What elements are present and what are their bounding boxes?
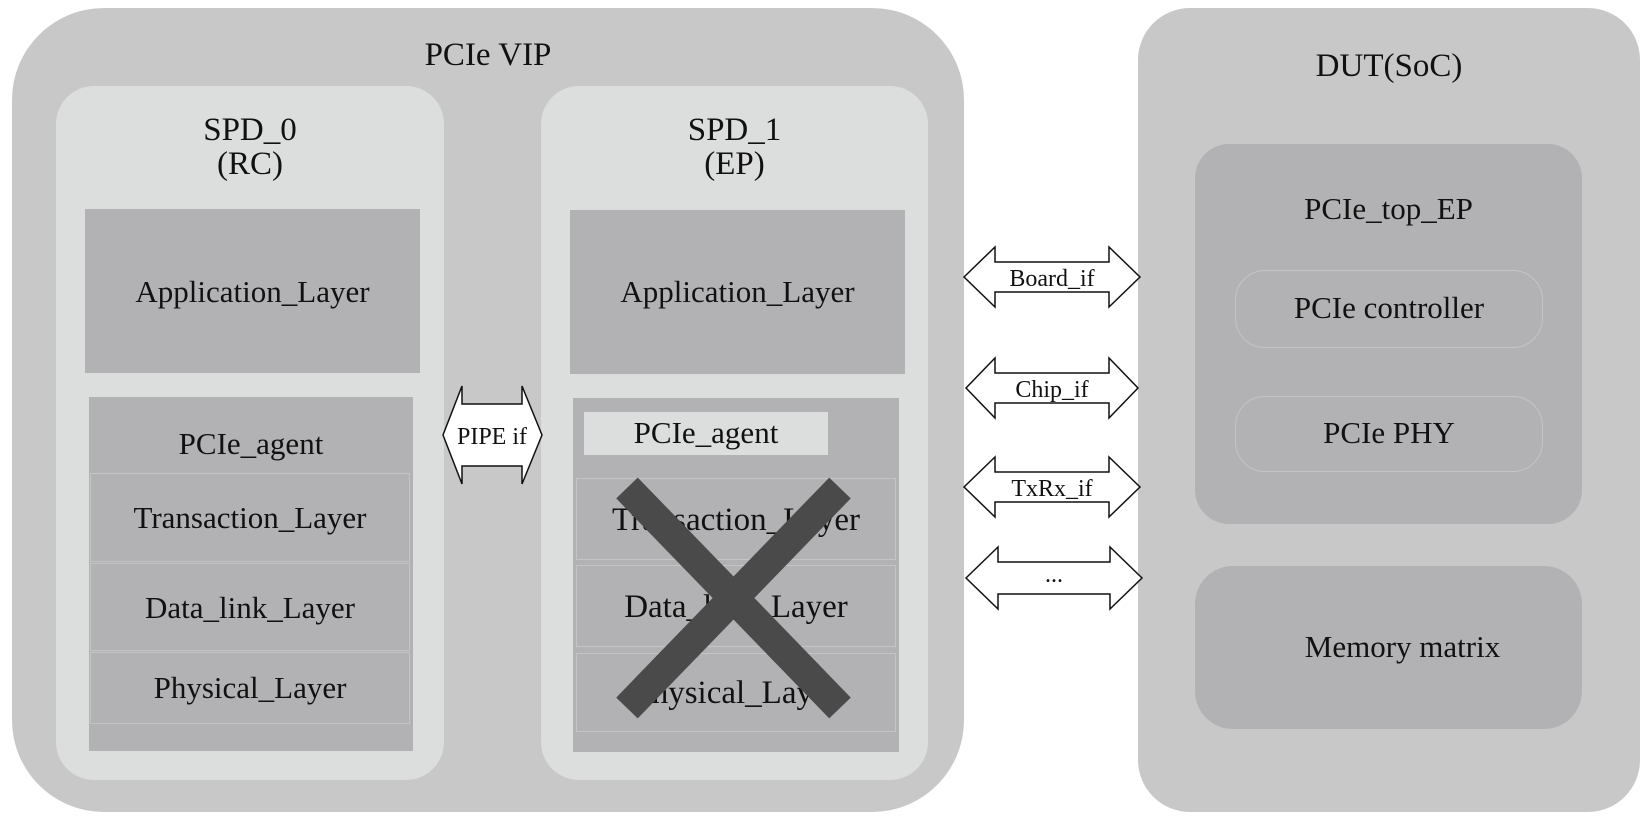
- spd0-role: (RC): [217, 146, 283, 182]
- pipe-if-arrow-icon: [442, 385, 543, 485]
- spd1-application-layer: [570, 210, 905, 374]
- pcie-phy-label: PCIe PHY: [1323, 415, 1455, 450]
- pcie-controller-block: [1235, 270, 1543, 348]
- spd1-name: SPD_1: [687, 112, 782, 148]
- board-if-label: Board_if: [1009, 266, 1094, 292]
- pipe-if-label: PIPE if: [457, 424, 527, 450]
- chip-if-label: Chip_if: [1015, 377, 1088, 403]
- spd0-data-link-layer-label: Data_link_Layer: [144, 590, 356, 625]
- spd1-role: (EP): [704, 146, 765, 182]
- pcie-phy-block: [1235, 396, 1543, 472]
- spd0-application-layer: [85, 209, 420, 373]
- txrx-if-arrow-icon: [962, 455, 1142, 519]
- txrx-if-label: TxRx_if: [1011, 476, 1092, 502]
- spd1-pcie-agent-label: PCIe_agent: [633, 415, 779, 450]
- spd0-application-layer-label: Application_Layer: [135, 274, 370, 309]
- memory-matrix-label: Memory matrix: [1304, 629, 1501, 664]
- other-if-label: ...: [1045, 562, 1063, 588]
- pcie-top-ep-label: PCIe_top_EP: [1304, 191, 1473, 226]
- spd0-physical-layer-label: Physical_Layer: [153, 670, 347, 705]
- spd0-data-link-layer: [90, 563, 410, 651]
- spd0-pcie-agent-label: PCIe_agent: [178, 426, 324, 461]
- spd0-name: SPD_0: [203, 112, 297, 148]
- pcie-vip-title: PCIe VIP: [424, 37, 552, 73]
- dut-title: DUT(SoC): [1315, 48, 1463, 84]
- chip-if-arrow-icon: [964, 356, 1140, 420]
- board-if-arrow-icon: [962, 245, 1142, 309]
- spd1-pcie-agent-label-box: [584, 412, 828, 455]
- other-if-arrow-icon: [964, 545, 1144, 611]
- spd0-transaction-layer: [90, 473, 410, 562]
- spd0-transaction-layer-label: Transaction_Layer: [133, 500, 367, 535]
- pcie-controller-label: PCIe controller: [1293, 290, 1485, 325]
- memory-matrix-block: [1195, 566, 1582, 729]
- disabled-cross-icon: [616, 477, 851, 719]
- spd1-application-layer-label: Application_Layer: [620, 274, 855, 309]
- spd0-physical-layer: [90, 652, 410, 724]
